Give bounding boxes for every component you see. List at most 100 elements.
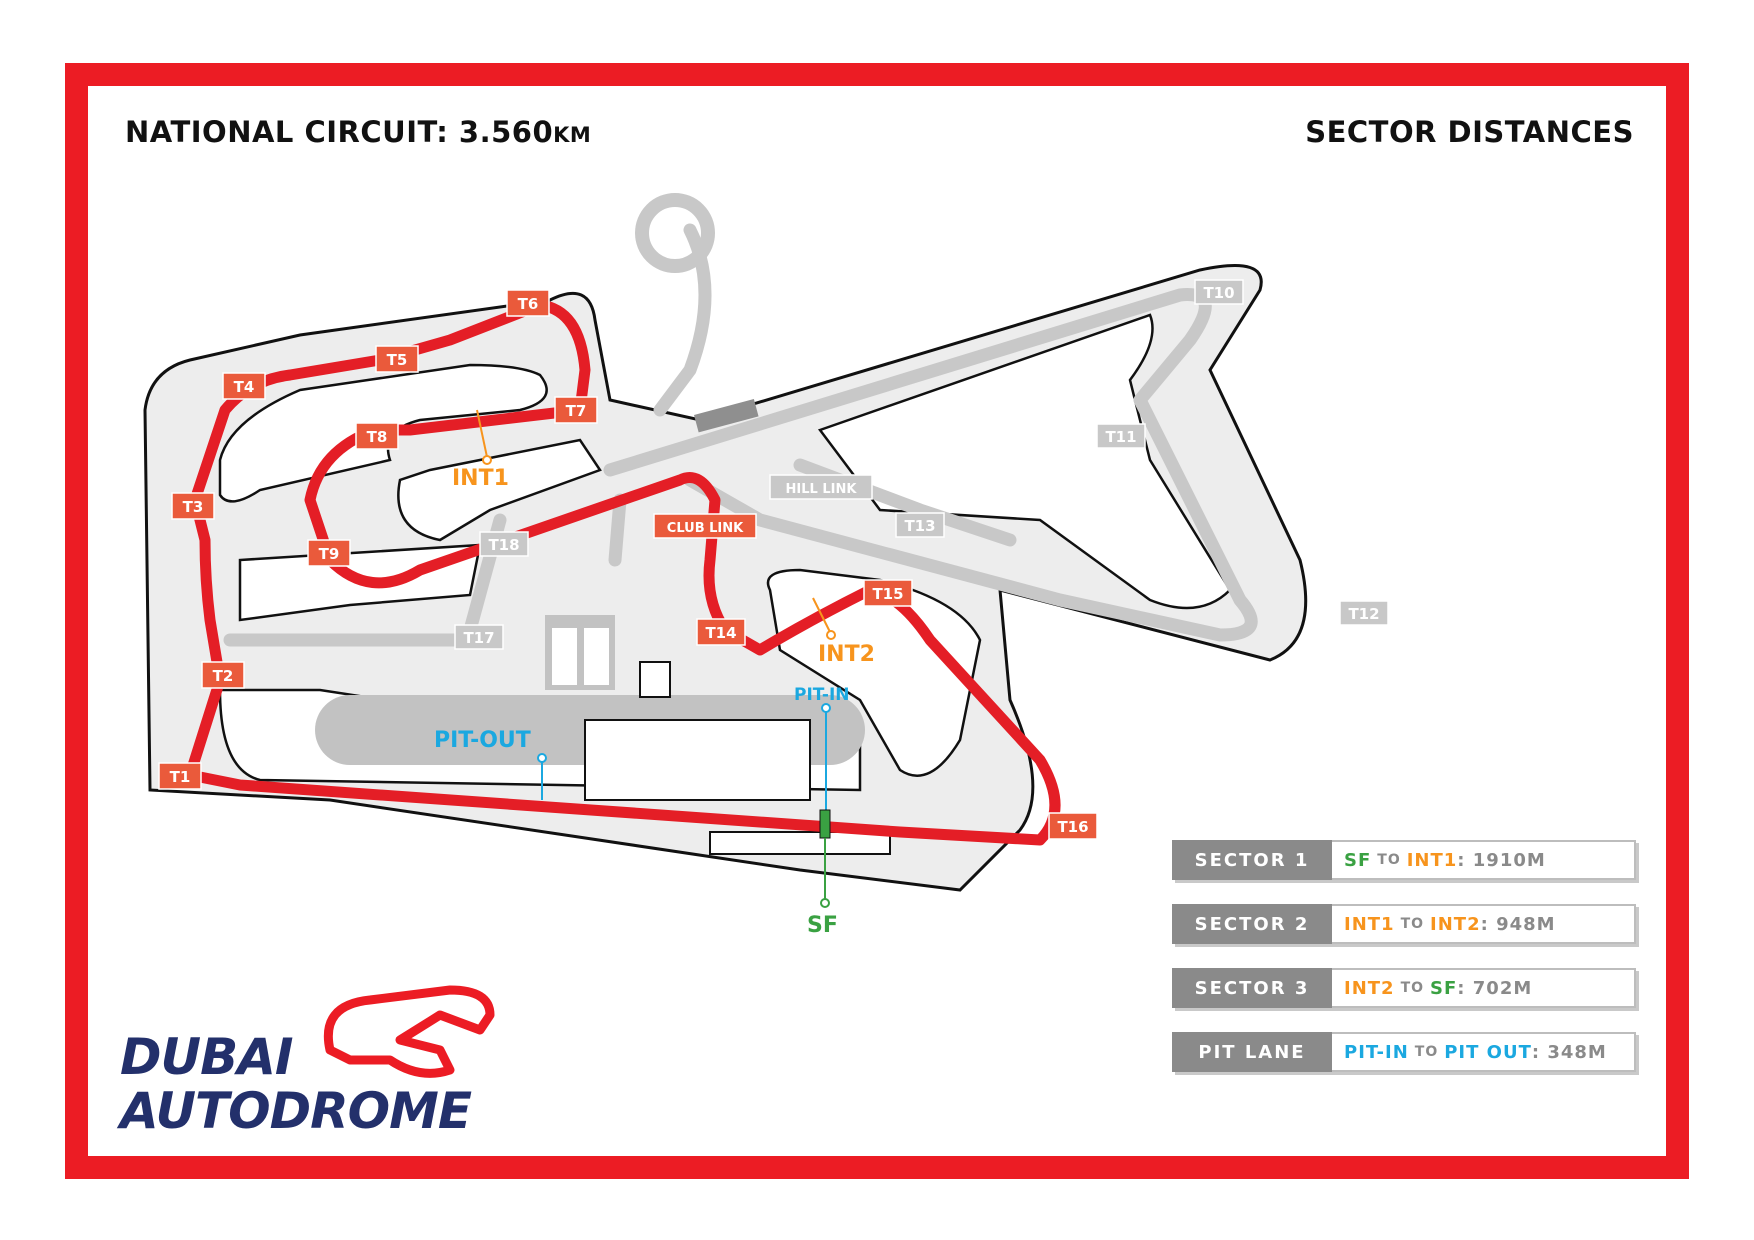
turn-t1: T1: [158, 762, 202, 790]
circuit-title: NATIONAL CIRCUIT: 3.560KM: [125, 115, 591, 149]
svg-text:T6: T6: [518, 295, 539, 313]
svg-text:T3: T3: [183, 498, 204, 516]
int1-leader: [476, 409, 488, 458]
svg-text:T14: T14: [705, 624, 736, 642]
turn-t5: T5: [375, 345, 419, 373]
turn-t17: T17: [454, 624, 504, 650]
pit-out-dot: [537, 753, 547, 763]
legend-to: SF: [1430, 977, 1458, 999]
legend-from: PIT-IN: [1344, 1041, 1409, 1063]
svg-text:T7: T7: [566, 402, 587, 420]
legend-label: SECTOR 1: [1172, 840, 1332, 880]
turn-t15: T15: [863, 579, 913, 607]
turn-t9: T9: [307, 539, 351, 567]
dubai-autodrome-logo: DUBAI AUTODROME: [120, 1028, 472, 1140]
control-tower: [639, 661, 671, 698]
dubai-autodrome-logo-mark: [323, 985, 495, 1078]
legend-distance: 948M: [1496, 913, 1556, 935]
int2-dot: [826, 630, 836, 640]
start-finish-line: [819, 809, 831, 839]
turn-t12: T12: [1339, 600, 1389, 626]
legend-label: SECTOR 2: [1172, 904, 1332, 944]
grandstand: [709, 831, 891, 855]
legend-sector-3: SECTOR 3 INT2 TO SF: 702M: [1172, 968, 1636, 1008]
legend-to-word: TO: [1400, 980, 1425, 996]
sector-distances-heading: SECTOR DISTANCES: [1305, 115, 1634, 149]
legend-to-word: TO: [1377, 852, 1401, 868]
legend-to-word: TO: [1414, 1044, 1439, 1060]
club-link-road: [608, 493, 627, 567]
svg-text:T4: T4: [234, 378, 255, 396]
turn-markers: T1 T2 T3 T4 T5 T6 T7 T8 T9 T10 T11 T12 T…: [158, 279, 1389, 840]
svg-text:T2: T2: [213, 667, 234, 685]
legend-from: SF: [1344, 849, 1372, 871]
svg-text:T12: T12: [1348, 605, 1379, 623]
svg-text:T16: T16: [1057, 818, 1088, 836]
svg-text:T15: T15: [872, 585, 903, 603]
hill-link-tag: HILL LINK: [769, 474, 873, 500]
pit-buildings: [315, 615, 891, 855]
logo-line-1: DUBAI: [120, 1028, 294, 1086]
svg-text:T11: T11: [1105, 428, 1136, 446]
svg-text:CLUB LINK: CLUB LINK: [667, 521, 744, 536]
sf-dot: [820, 898, 830, 908]
turn-t6: T6: [506, 289, 550, 317]
pit-in-dot: [821, 703, 831, 713]
turn-t11: T11: [1096, 423, 1146, 449]
logo-swoosh: [323, 985, 495, 1078]
legend-distance: 702M: [1472, 977, 1533, 999]
legend-from: INT2: [1344, 977, 1395, 999]
turn-t10: T10: [1194, 279, 1244, 305]
infield-2: [397, 438, 602, 542]
turn-t13: T13: [895, 512, 945, 538]
int1-dot: [482, 455, 492, 465]
turn-t14: T14: [696, 618, 746, 646]
access-road: [653, 223, 712, 417]
int2-label: INT2: [818, 642, 875, 667]
legend-to: PIT OUT: [1444, 1041, 1532, 1063]
svg-text:T17: T17: [463, 629, 494, 647]
legend-distance: 348M: [1547, 1041, 1607, 1063]
svg-text:T8: T8: [367, 428, 388, 446]
sf-label: SF: [807, 913, 838, 938]
legend-to: INT1: [1406, 849, 1458, 871]
svg-text:T10: T10: [1203, 284, 1234, 302]
legend-distance: 1910M: [1472, 849, 1546, 871]
pit-in-label: PIT-IN: [794, 685, 850, 705]
svg-text:T5: T5: [387, 351, 408, 369]
turn-t16: T16: [1048, 812, 1098, 840]
turn-t7: T7: [554, 396, 598, 424]
garage-unit-2: [584, 628, 609, 685]
logo-line-2: AUTODROME: [120, 1082, 472, 1140]
legend-pit-lane: PIT LANE PIT-IN TO PIT OUT: 348M: [1172, 1032, 1636, 1072]
svg-text:T18: T18: [488, 536, 519, 554]
legend-sep: :: [1457, 977, 1466, 999]
int2-leader: [812, 597, 831, 633]
legend-label: SECTOR 3: [1172, 968, 1332, 1008]
legend-label: PIT LANE: [1172, 1032, 1332, 1072]
legend-value: INT2 TO SF: 702M: [1332, 968, 1636, 1008]
timing-markers: INT1 INT2 PIT-IN PIT-OUT SF: [434, 409, 875, 938]
svg-text:T13: T13: [904, 517, 935, 535]
int1-label: INT1: [452, 466, 509, 491]
roundabout: [635, 193, 715, 273]
legend-to: INT2: [1430, 913, 1481, 935]
svg-text:T9: T9: [319, 545, 340, 563]
circuit-title-unit: KM: [553, 123, 592, 147]
pit-building: [584, 719, 811, 801]
turn-t2: T2: [201, 661, 245, 689]
svg-text:T1: T1: [170, 768, 191, 786]
turn-t8: T8: [355, 422, 399, 450]
turn-t4: T4: [222, 372, 266, 400]
bridge-structure: [694, 398, 759, 433]
legend-sep: :: [1480, 913, 1489, 935]
garage-unit-1: [552, 628, 577, 685]
turn-t3: T3: [171, 492, 215, 520]
club-link-tag: CLUB LINK: [653, 513, 757, 539]
legend-sep: :: [1531, 1041, 1541, 1063]
